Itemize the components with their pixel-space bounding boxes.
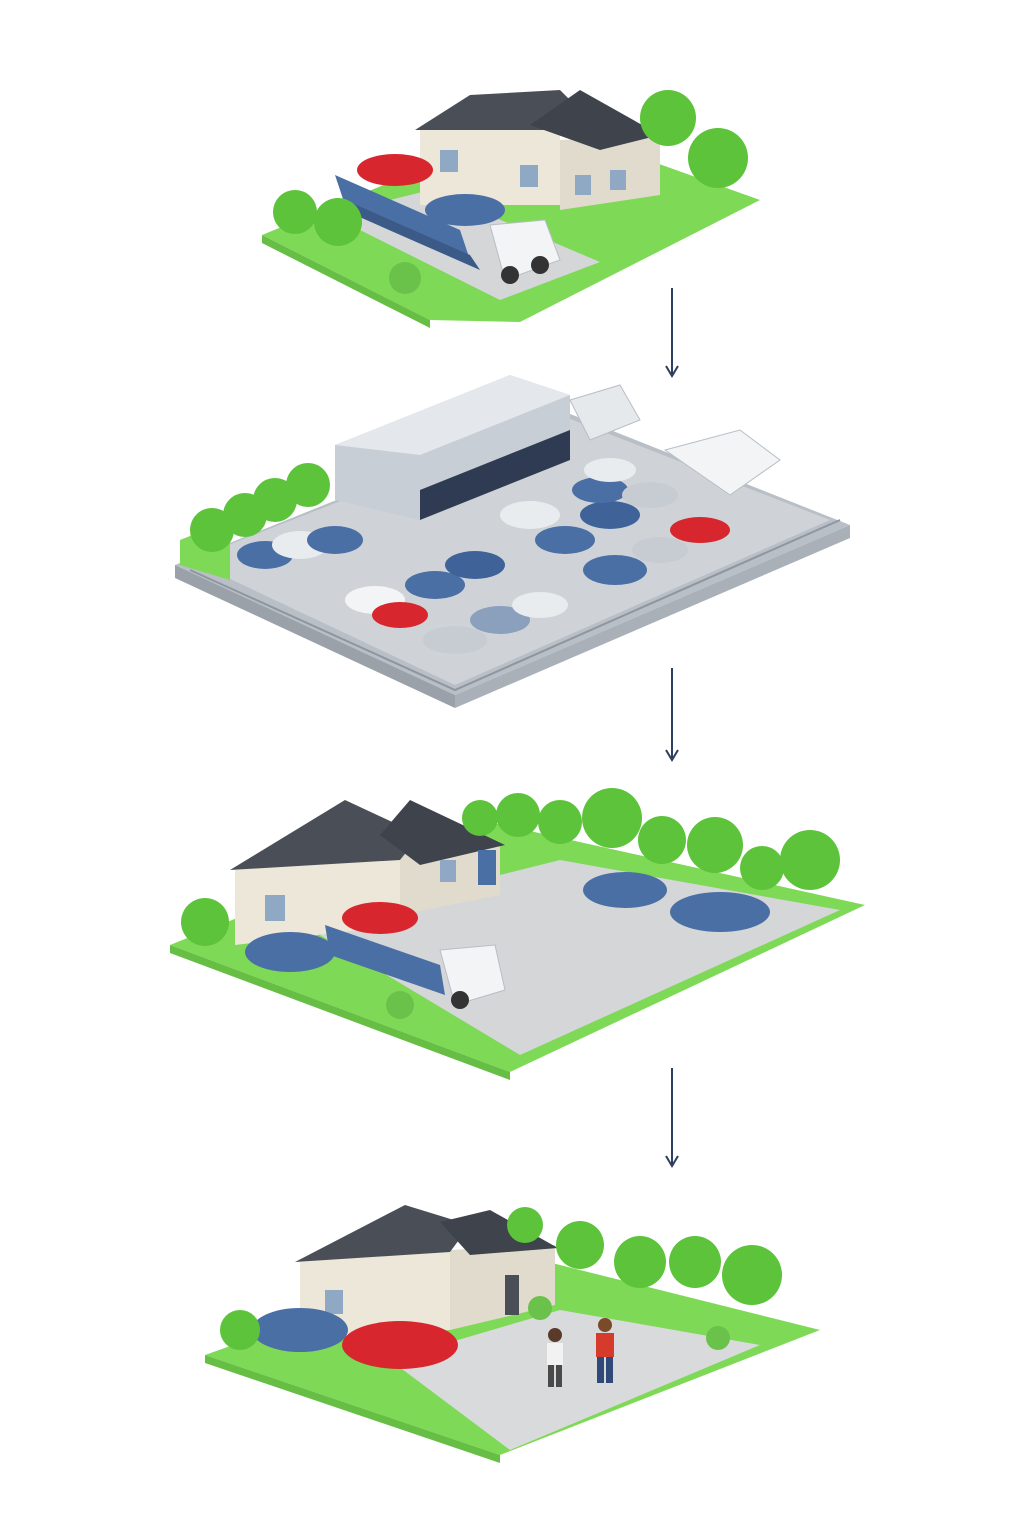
blue-car <box>425 194 505 226</box>
tree <box>669 1236 721 1288</box>
tree <box>507 1207 543 1243</box>
blue-car <box>535 526 595 554</box>
tree <box>273 190 317 234</box>
tree <box>687 817 743 873</box>
warehouse-door <box>420 430 570 520</box>
red-car <box>357 154 433 186</box>
car <box>470 606 530 634</box>
blue-car <box>252 1308 348 1352</box>
wheel <box>501 266 519 284</box>
tree <box>538 800 582 844</box>
tree <box>740 846 784 890</box>
trailer <box>335 175 470 260</box>
wheel <box>531 256 549 274</box>
yard-edge <box>175 565 455 708</box>
tree <box>780 830 840 890</box>
red-car <box>670 517 730 543</box>
silver-car <box>423 626 487 654</box>
white-car <box>512 592 568 618</box>
tree <box>640 90 696 146</box>
home-transporter-illustration <box>262 90 760 328</box>
tree <box>638 816 686 864</box>
window <box>520 165 538 187</box>
tree <box>314 198 362 246</box>
silver-car <box>622 482 678 508</box>
red-car <box>372 602 428 628</box>
tree <box>190 508 234 552</box>
blue-suv <box>583 872 667 908</box>
truck <box>663 429 781 496</box>
window <box>325 1290 343 1314</box>
blue-car <box>245 932 335 972</box>
trailer <box>325 925 445 995</box>
processing-yard-illustration <box>175 375 850 708</box>
flower-bush <box>386 991 414 1019</box>
door <box>478 850 496 885</box>
red-car <box>342 902 418 934</box>
customer-figure <box>596 1318 614 1383</box>
step-vehicle-processing-yard <box>0 370 1024 710</box>
white-car <box>584 458 636 482</box>
blue-car <box>583 555 647 585</box>
house-roof-side <box>530 90 660 150</box>
house-roof-side <box>440 1210 558 1255</box>
window <box>440 860 456 882</box>
tree <box>688 128 748 188</box>
flower-bush <box>528 1296 552 1320</box>
down-arrow-icon <box>662 288 682 385</box>
house-roof-side <box>380 800 505 865</box>
step-home-delivery-driveway <box>0 780 1024 1080</box>
lot-surface <box>190 415 830 685</box>
driveway <box>390 1310 760 1450</box>
silver-car <box>632 537 688 563</box>
blue-car <box>580 501 640 529</box>
blue-suv <box>670 892 770 932</box>
down-arrow-icon <box>662 1068 682 1175</box>
down-arrow-icon <box>662 668 682 769</box>
salesperson-figure <box>547 1328 563 1387</box>
lawn-edge <box>205 1355 500 1463</box>
warehouse-roof <box>335 375 570 455</box>
tree <box>181 898 229 946</box>
window <box>575 175 591 195</box>
blue-car <box>307 526 363 554</box>
white-car <box>500 501 560 529</box>
red-car <box>342 1321 458 1369</box>
blue-car <box>405 571 465 599</box>
tree <box>496 793 540 837</box>
tree <box>614 1236 666 1288</box>
customer-handover-illustration <box>205 1205 820 1463</box>
tree <box>220 1310 260 1350</box>
house-roof <box>230 800 420 870</box>
window <box>265 895 285 921</box>
tree <box>556 1221 604 1269</box>
lawn-edge <box>170 945 510 1080</box>
flower-bush <box>706 1326 730 1350</box>
tree <box>582 788 642 848</box>
step-home-car-transporter <box>0 80 1024 340</box>
lawn-edge <box>262 235 430 328</box>
tree <box>286 463 330 507</box>
yard-edge <box>455 525 850 708</box>
truck-cab <box>439 944 506 1006</box>
wheel <box>451 991 469 1009</box>
blue-car <box>572 477 628 503</box>
house-roof <box>295 1205 470 1262</box>
door <box>505 1275 519 1315</box>
tree <box>722 1245 782 1305</box>
tree <box>253 478 297 522</box>
trailer-lower <box>345 200 480 270</box>
window <box>610 170 626 190</box>
home-delivery-illustration <box>170 788 865 1080</box>
fence <box>189 519 841 692</box>
truck <box>569 384 641 441</box>
blue-car <box>445 551 505 579</box>
tree <box>462 800 498 836</box>
flower-bush <box>389 262 421 294</box>
step-customer-handover <box>0 1195 1024 1465</box>
window <box>440 150 458 172</box>
